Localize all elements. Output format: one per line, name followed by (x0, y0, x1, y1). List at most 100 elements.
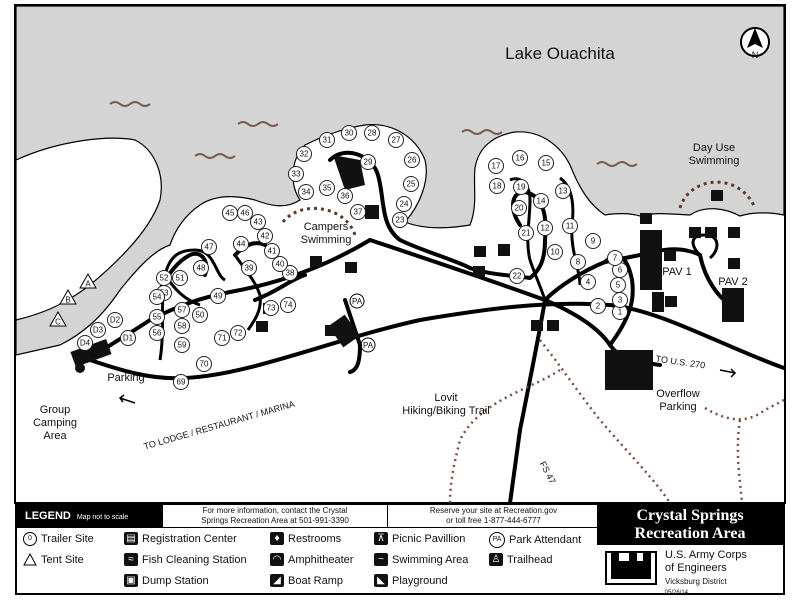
trailer-site-icon (341, 125, 357, 141)
day-use-label: Day Use (693, 142, 735, 154)
campsite-marker: 21 (518, 225, 534, 241)
campsite-number: 71 (218, 334, 227, 343)
picnic-icon (728, 258, 740, 269)
trailer-site-icon (512, 150, 528, 166)
campsite-marker: 39 (241, 260, 257, 276)
campsite-marker: 46 (237, 205, 253, 221)
campsite-number: 25 (407, 180, 416, 189)
campsite-marker: 17 (488, 158, 504, 174)
trailer-site-icon (350, 204, 366, 220)
group-camping-label-2: Camping (33, 417, 77, 429)
to-us270-arrow (719, 368, 737, 378)
pav2-label: PAV 2 (718, 276, 748, 288)
campsite-marker: 42 (257, 228, 273, 244)
park-attendant-icon: PA (489, 532, 505, 548)
campsite-number: 72 (234, 329, 243, 338)
pa-label-2: PA (363, 341, 374, 350)
trailer-site-icon (173, 374, 189, 390)
campsite-number: 51 (176, 274, 185, 283)
campsite-number: 56 (153, 329, 162, 338)
agency-district: Vicksburg District (665, 577, 727, 586)
campsite-number: 9 (591, 237, 596, 246)
campsite-number: 5 (616, 281, 621, 290)
campers-swimming-label-2: Swimming (301, 234, 352, 246)
campsite-marker: 13 (555, 183, 571, 199)
legend-item-swimming: ~Swimming Area (374, 553, 468, 566)
overflow-parking-lot (605, 350, 653, 390)
trailer-site-icon (396, 196, 412, 212)
group-camping-label-3: Area (43, 430, 67, 442)
info-contact-line-2: Springs Recreation Area at 501-991-3390 (201, 516, 349, 525)
legend-label-restrooms: Restrooms (288, 532, 342, 545)
pav1-parking (640, 230, 662, 290)
campsite-number: 33 (292, 170, 301, 179)
trailer-site-icon (77, 335, 93, 351)
trailer-site-icon (282, 265, 298, 281)
campsite-marker: 4 (580, 274, 596, 290)
tent-site-icon (59, 288, 77, 305)
campsite-number: 7 (613, 254, 618, 263)
tent-site-icon (79, 272, 97, 289)
campsite-number: 55 (153, 313, 162, 322)
campsite-marker: 45 (222, 205, 238, 221)
trailer-site-icon (174, 337, 190, 353)
campsite-number: D3 (93, 326, 104, 335)
legend-label-swimming: Swimming Area (392, 553, 469, 566)
pa-label-1: PA (352, 297, 363, 306)
trailer-site-icon (107, 312, 123, 328)
boat-ramp-icon (640, 213, 652, 224)
trailer-site-icon (319, 180, 335, 196)
campsite-number: 30 (345, 129, 354, 138)
trailer-site-icon (538, 155, 554, 171)
info-contact-line-1: For more information, contact the Crysta… (202, 506, 348, 515)
campsite-marker: 71 (214, 330, 230, 346)
parking-label: Parking (107, 372, 144, 384)
campsite-number: 35 (323, 184, 332, 193)
trailer-site-icon (90, 322, 106, 338)
campsite-number: 13 (559, 187, 568, 196)
trailer-site-icon (230, 325, 246, 341)
legend-header: LEGEND Map not to scale (17, 505, 162, 527)
campsite-marker: 48 (193, 260, 209, 276)
legend-divider (17, 527, 599, 528)
info-contact: For more information, contact the Crysta… (162, 505, 387, 527)
legend-title: LEGEND (25, 510, 71, 522)
legend-label-registration: Registration Center (142, 532, 237, 545)
trailer-site-icon (388, 132, 404, 148)
trailer-site-icon (237, 205, 253, 221)
legend-label-dump: Dump Station (142, 574, 209, 587)
trailer-site-icon: 0 (23, 532, 37, 546)
legend-label-trailer: Trailer Site (41, 533, 94, 545)
trailer-site-icon (288, 166, 304, 182)
hiking-trail (448, 339, 785, 504)
group-camping-marker (75, 363, 85, 373)
campsite-number: 50 (196, 311, 205, 320)
trailer-site-icon (547, 244, 563, 260)
campsite-marker: 35 (319, 180, 335, 196)
trailer-site-icon (488, 158, 504, 174)
campsite-number: 47 (205, 243, 214, 252)
legend-subtitle: Map not to scale (76, 514, 129, 521)
trailer-site-icon (210, 288, 226, 304)
trailer-site-icon (404, 152, 420, 168)
campsite-marker: D1 (120, 330, 136, 346)
campsite-number: 49 (214, 292, 223, 301)
campsite-number: 37 (354, 208, 363, 217)
info-reserve-line-1: Reserve your site at Recreation.gov (429, 506, 558, 515)
campsite-marker: 40 (272, 256, 288, 272)
legend-item-tent: Tent Site (23, 552, 84, 566)
campsite-marker: 7 (607, 250, 623, 266)
campsite-marker: D2 (107, 312, 123, 328)
campsite-marker: 10 (547, 244, 563, 260)
campsite-marker: 8 (570, 254, 586, 270)
campsite-number: D2 (110, 316, 121, 325)
agency-block: U.S. Army Corps of Engineers Vicksburg D… (597, 547, 783, 596)
trailer-site-icon (509, 268, 525, 284)
tent-site-letter: C (55, 318, 61, 327)
area-title-line-2: Recreation Area (634, 525, 746, 542)
campsite-number: 21 (522, 229, 531, 238)
corps-castle-logo-icon (605, 551, 657, 585)
campsite-number: 52 (160, 274, 169, 283)
trailer-site-icon (214, 330, 230, 346)
restrooms-icon (665, 296, 677, 307)
